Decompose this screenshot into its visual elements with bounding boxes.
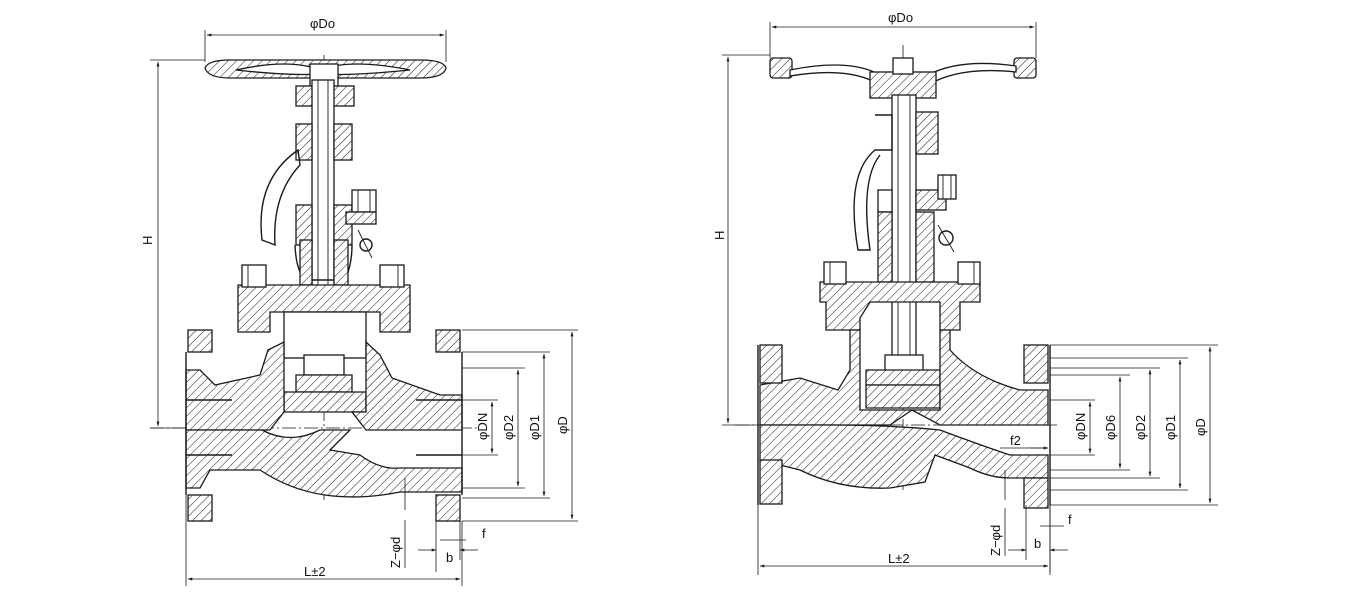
right-d-label: φD (1193, 418, 1208, 436)
left-d2-label: φD2 (501, 415, 516, 440)
right-dn-label: φDN (1073, 413, 1088, 440)
right-l-label: L±2 (888, 551, 910, 566)
left-zd-label: Z−φd (388, 537, 403, 568)
left-l-label: L±2 (304, 564, 326, 579)
left-valve: φDo H φDN φD2 φD1 φD Z−φd b f (140, 16, 578, 586)
right-b-label: b (1034, 536, 1041, 551)
right-d6-label: φD6 (1103, 415, 1118, 440)
left-h-label: H (140, 236, 155, 245)
left-dn-label: φDN (475, 413, 490, 440)
right-handwheel (769, 57, 1037, 99)
right-stem (891, 94, 917, 386)
right-valve: φDo H φDN φD6 φD2 φD1 φD f2 Z−φd (712, 10, 1218, 575)
right-f-label: f (1068, 512, 1072, 527)
right-h-label: H (712, 231, 727, 240)
left-b-label: b (446, 550, 453, 565)
right-zd-label: Z−φd (988, 525, 1003, 556)
left-d1-label: φD1 (527, 415, 542, 440)
left-f-label: f (482, 526, 486, 541)
right-f2-label: f2 (1010, 433, 1021, 448)
right-d1-label: φD1 (1163, 415, 1178, 440)
left-do-label: φDo (310, 16, 335, 31)
right-d2-label: φD2 (1133, 415, 1148, 440)
left-d-label: φD (555, 416, 570, 434)
right-do-label: φDo (888, 10, 913, 25)
